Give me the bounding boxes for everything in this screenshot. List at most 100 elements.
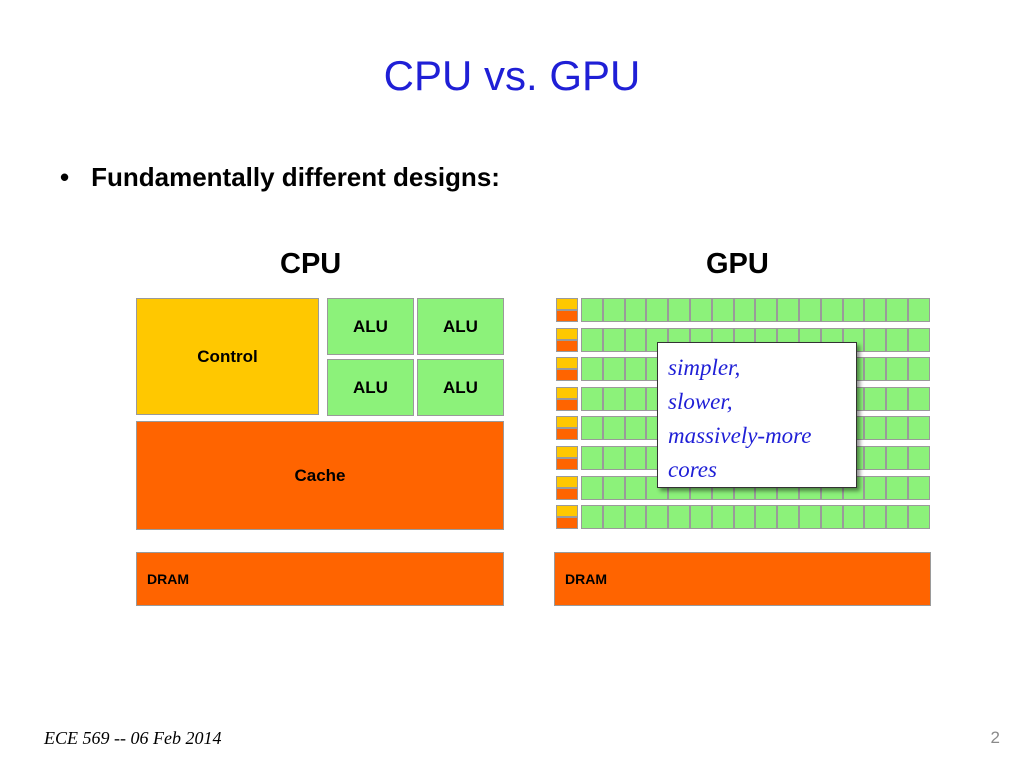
cpu-label: CPU: [280, 248, 342, 280]
gpu-alu-core: [624, 505, 647, 530]
gpu-alu-core: [908, 386, 930, 411]
gpu-cache-unit: [556, 339, 578, 352]
gpu-cache-unit: [556, 310, 578, 322]
gpu-alu-core: [886, 327, 908, 352]
gpu-alu-core: [908, 505, 930, 530]
gpu-alu-core: [842, 298, 865, 322]
gpu-alu-core: [733, 505, 756, 530]
gpu-alu-core: [864, 416, 887, 441]
gpu-alu-core: [602, 298, 625, 322]
gpu-alu-core: [581, 357, 603, 382]
gpu-alu-core: [842, 505, 865, 530]
gpu-alu-core: [581, 386, 603, 411]
gpu-alu-core: [581, 298, 603, 322]
gpu-control-unit: [556, 416, 578, 429]
gpu-alu-core: [755, 505, 778, 530]
cpu-alu-block: ALU: [417, 298, 504, 355]
cpu-alu-block: ALU: [327, 298, 414, 355]
gpu-alu-core: [908, 446, 930, 470]
gpu-alu-core: [602, 386, 625, 411]
slide-title: CPU vs. GPU: [383, 52, 641, 99]
gpu-alu-core: [733, 298, 756, 322]
gpu-alu-core: [908, 357, 930, 382]
gpu-alu-core: [886, 475, 908, 500]
gpu-alu-core: [581, 416, 603, 441]
footer-course-date: ECE 569 -- 06 Feb 2014: [44, 728, 222, 748]
gpu-alu-core: [602, 416, 625, 441]
gpu-label: GPU: [706, 248, 769, 280]
gpu-alu-core: [602, 505, 625, 530]
callout-line: cores: [668, 457, 717, 482]
gpu-alu-core: [581, 475, 603, 500]
cpu-cache-block: Cache: [136, 421, 504, 530]
callout-line: simpler,: [668, 355, 741, 380]
gpu-alu-core: [602, 446, 625, 470]
gpu-alu-core: [602, 357, 625, 382]
gpu-alu-core: [668, 505, 690, 530]
gpu-alu-core: [864, 446, 887, 470]
gpu-alu-core: [864, 327, 887, 352]
gpu-alu-core: [908, 475, 930, 500]
callout-line: massively-more: [668, 423, 812, 448]
gpu-alu-core: [886, 357, 908, 382]
gpu-cache-unit: [556, 487, 578, 500]
gpu-alu-core: [864, 505, 887, 530]
gpu-callout: simpler, slower, massively-more cores: [657, 342, 857, 488]
gpu-alu-core: [624, 298, 647, 322]
gpu-alu-core: [624, 446, 647, 470]
gpu-alu-core: [864, 475, 887, 500]
gpu-cache-unit: [556, 428, 578, 441]
gpu-alu-core: [581, 446, 603, 470]
gpu-cache-unit: [556, 398, 578, 411]
bullet-marker: •: [60, 162, 70, 192]
gpu-alu-core: [777, 298, 799, 322]
callout-line: slower,: [668, 389, 733, 414]
gpu-cache-unit: [556, 458, 578, 470]
gpu-cache-unit: [556, 369, 578, 382]
gpu-alu-core: [886, 505, 908, 530]
gpu-alu-core: [864, 357, 887, 382]
gpu-alu-core: [624, 416, 647, 441]
gpu-alu-core: [864, 386, 887, 411]
gpu-alu-core: [864, 298, 887, 322]
gpu-alu-core: [690, 505, 712, 530]
gpu-alu-core: [646, 505, 669, 530]
cpu-alu-block: ALU: [327, 359, 414, 416]
gpu-alu-core: [624, 475, 647, 500]
gpu-alu-core: [799, 505, 821, 530]
bullet-text: Fundamentally different designs:: [91, 162, 500, 192]
gpu-alu-core: [886, 446, 908, 470]
gpu-alu-core: [886, 386, 908, 411]
gpu-alu-core: [820, 505, 843, 530]
gpu-alu-core: [602, 475, 625, 500]
gpu-alu-core: [820, 298, 843, 322]
gpu-alu-core: [581, 505, 603, 530]
gpu-alu-core: [711, 298, 734, 322]
gpu-control-unit: [556, 386, 578, 399]
gpu-alu-core: [646, 298, 669, 322]
gpu-alu-core: [624, 327, 647, 352]
gpu-alu-core: [755, 298, 778, 322]
gpu-alu-core: [668, 298, 690, 322]
gpu-alu-core: [602, 327, 625, 352]
gpu-alu-core: [908, 298, 930, 322]
page-number: 2: [990, 728, 1000, 747]
gpu-alu-core: [711, 505, 734, 530]
gpu-alu-core: [886, 298, 908, 322]
gpu-cache-unit: [556, 517, 578, 530]
gpu-alu-core: [581, 327, 603, 352]
gpu-control-unit: [556, 357, 578, 370]
gpu-alu-core: [886, 416, 908, 441]
gpu-alu-core: [908, 416, 930, 441]
bullet-item: • Fundamentally different designs:: [60, 162, 500, 193]
cpu-dram-block: DRAM: [136, 552, 504, 606]
gpu-alu-core: [690, 298, 712, 322]
gpu-alu-core: [908, 327, 930, 352]
gpu-alu-core: [799, 298, 821, 322]
gpu-control-unit: [556, 327, 578, 340]
gpu-control-unit: [556, 505, 578, 518]
cpu-control-block: Control: [136, 298, 319, 415]
gpu-control-unit: [556, 298, 578, 310]
cpu-alu-block: ALU: [417, 359, 504, 416]
gpu-alu-core: [777, 505, 799, 530]
